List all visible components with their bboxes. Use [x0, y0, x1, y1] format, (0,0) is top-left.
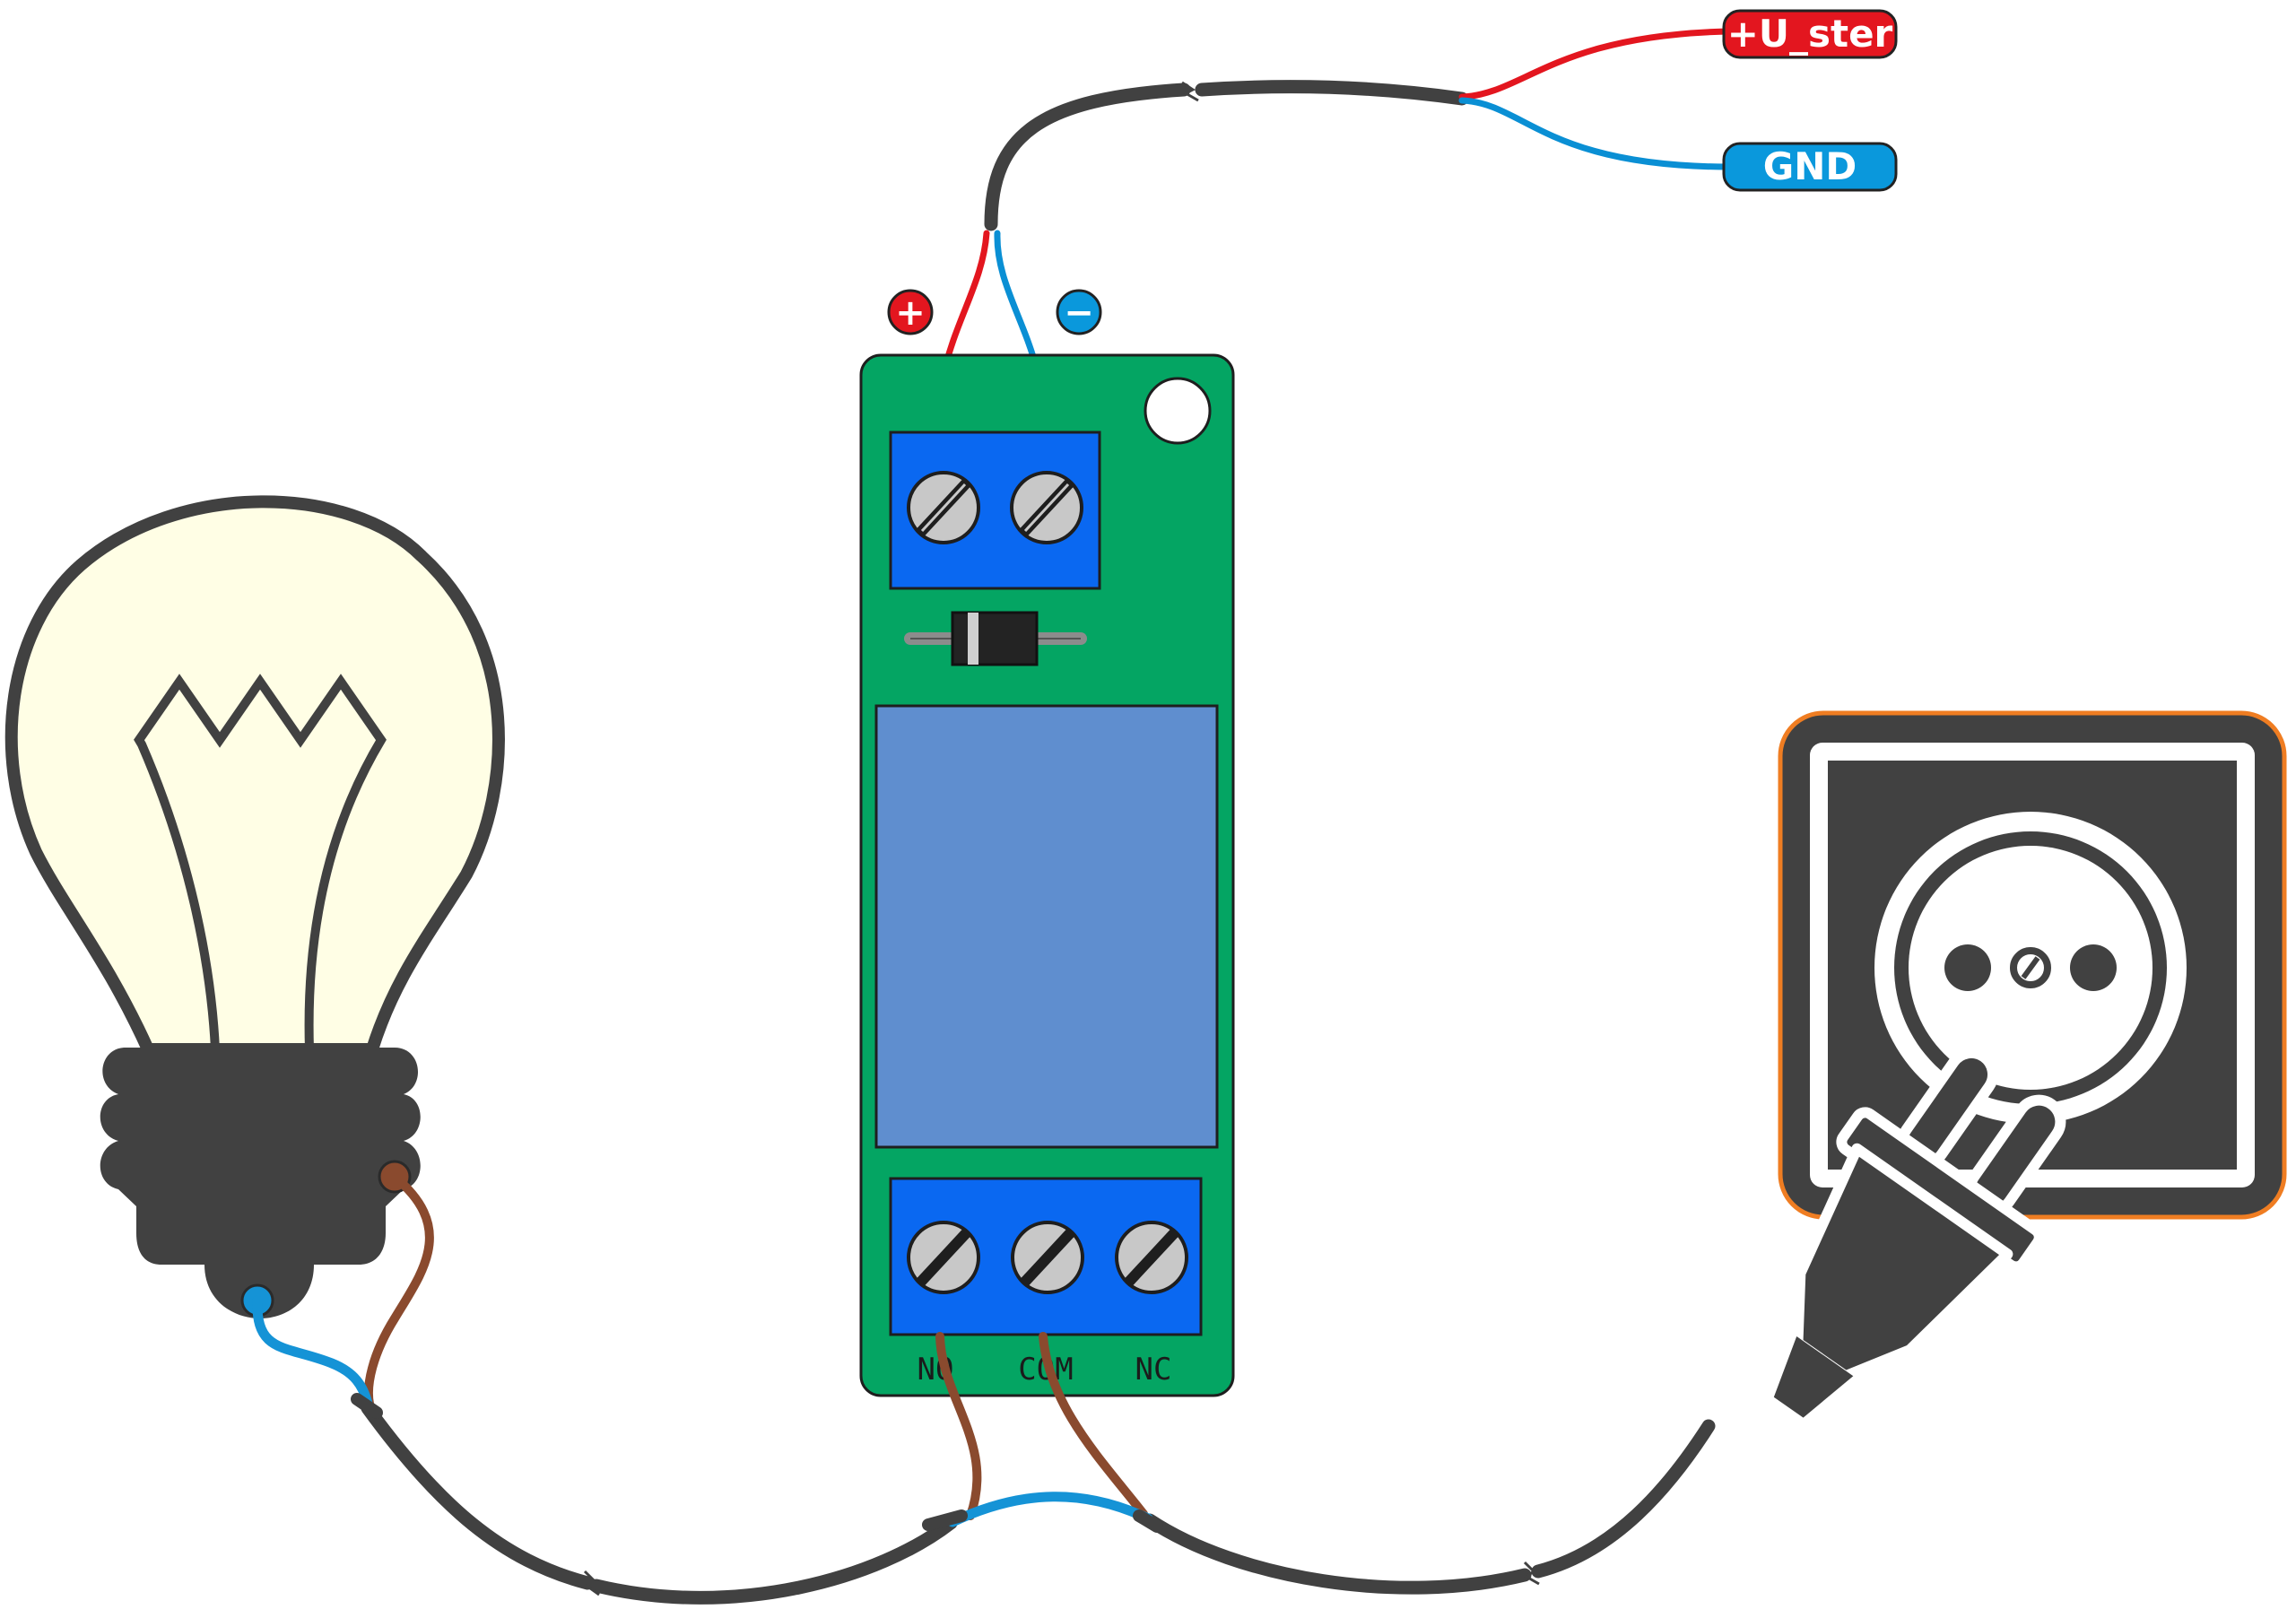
input-screw-plus: [907, 471, 980, 544]
control-voltage-label: +U_ster: [1722, 9, 1898, 59]
minus-marker: −: [1056, 289, 1102, 335]
no-wire-brown: [935, 1332, 982, 1520]
input-screw-minus: [1010, 471, 1083, 544]
input-terminal-block: [889, 431, 1101, 590]
com-wire-brown: [1039, 1332, 1148, 1518]
power-plug-icon: [1773, 1047, 2066, 1418]
ground-label: GND: [1722, 142, 1898, 192]
plus-marker: +: [887, 289, 934, 335]
lamp-wire-blue: [252, 1295, 373, 1409]
output-terminal-block: [889, 1177, 1203, 1336]
control-voltage-text: +U_ster: [1727, 12, 1893, 56]
socket-hole-left: [1944, 944, 1991, 991]
mounting-hole: [1144, 377, 1212, 445]
control-cable: [984, 80, 1469, 231]
mains-cable: [361, 1401, 1716, 1605]
bulb-base: [100, 1048, 421, 1318]
output-screw-nc: [1115, 1221, 1188, 1294]
flyback-diode: [904, 611, 1087, 666]
relay-body: [874, 704, 1219, 1149]
light-bulb-icon: [4, 495, 505, 1318]
control-wire-red: [1458, 28, 1730, 100]
control-wire-blue: [1458, 97, 1730, 170]
output-screw-no: [907, 1221, 980, 1294]
output-screw-com: [1011, 1221, 1084, 1294]
ground-text: GND: [1763, 144, 1857, 188]
lamp-wire-brown: [363, 1172, 434, 1408]
bulb-filament: [134, 674, 387, 1050]
neutral-bridge-wire: [947, 1492, 1153, 1527]
terminal-label-nc: NC: [1135, 1352, 1172, 1387]
bulb-glass: [4, 495, 505, 1056]
relay-module: NO COM NC: [859, 353, 1235, 1397]
minus-sign: −: [1064, 292, 1094, 334]
socket-earth-pin: [2010, 947, 2051, 988]
socket-hole-right: [2070, 944, 2117, 991]
plus-sign: +: [895, 292, 926, 334]
